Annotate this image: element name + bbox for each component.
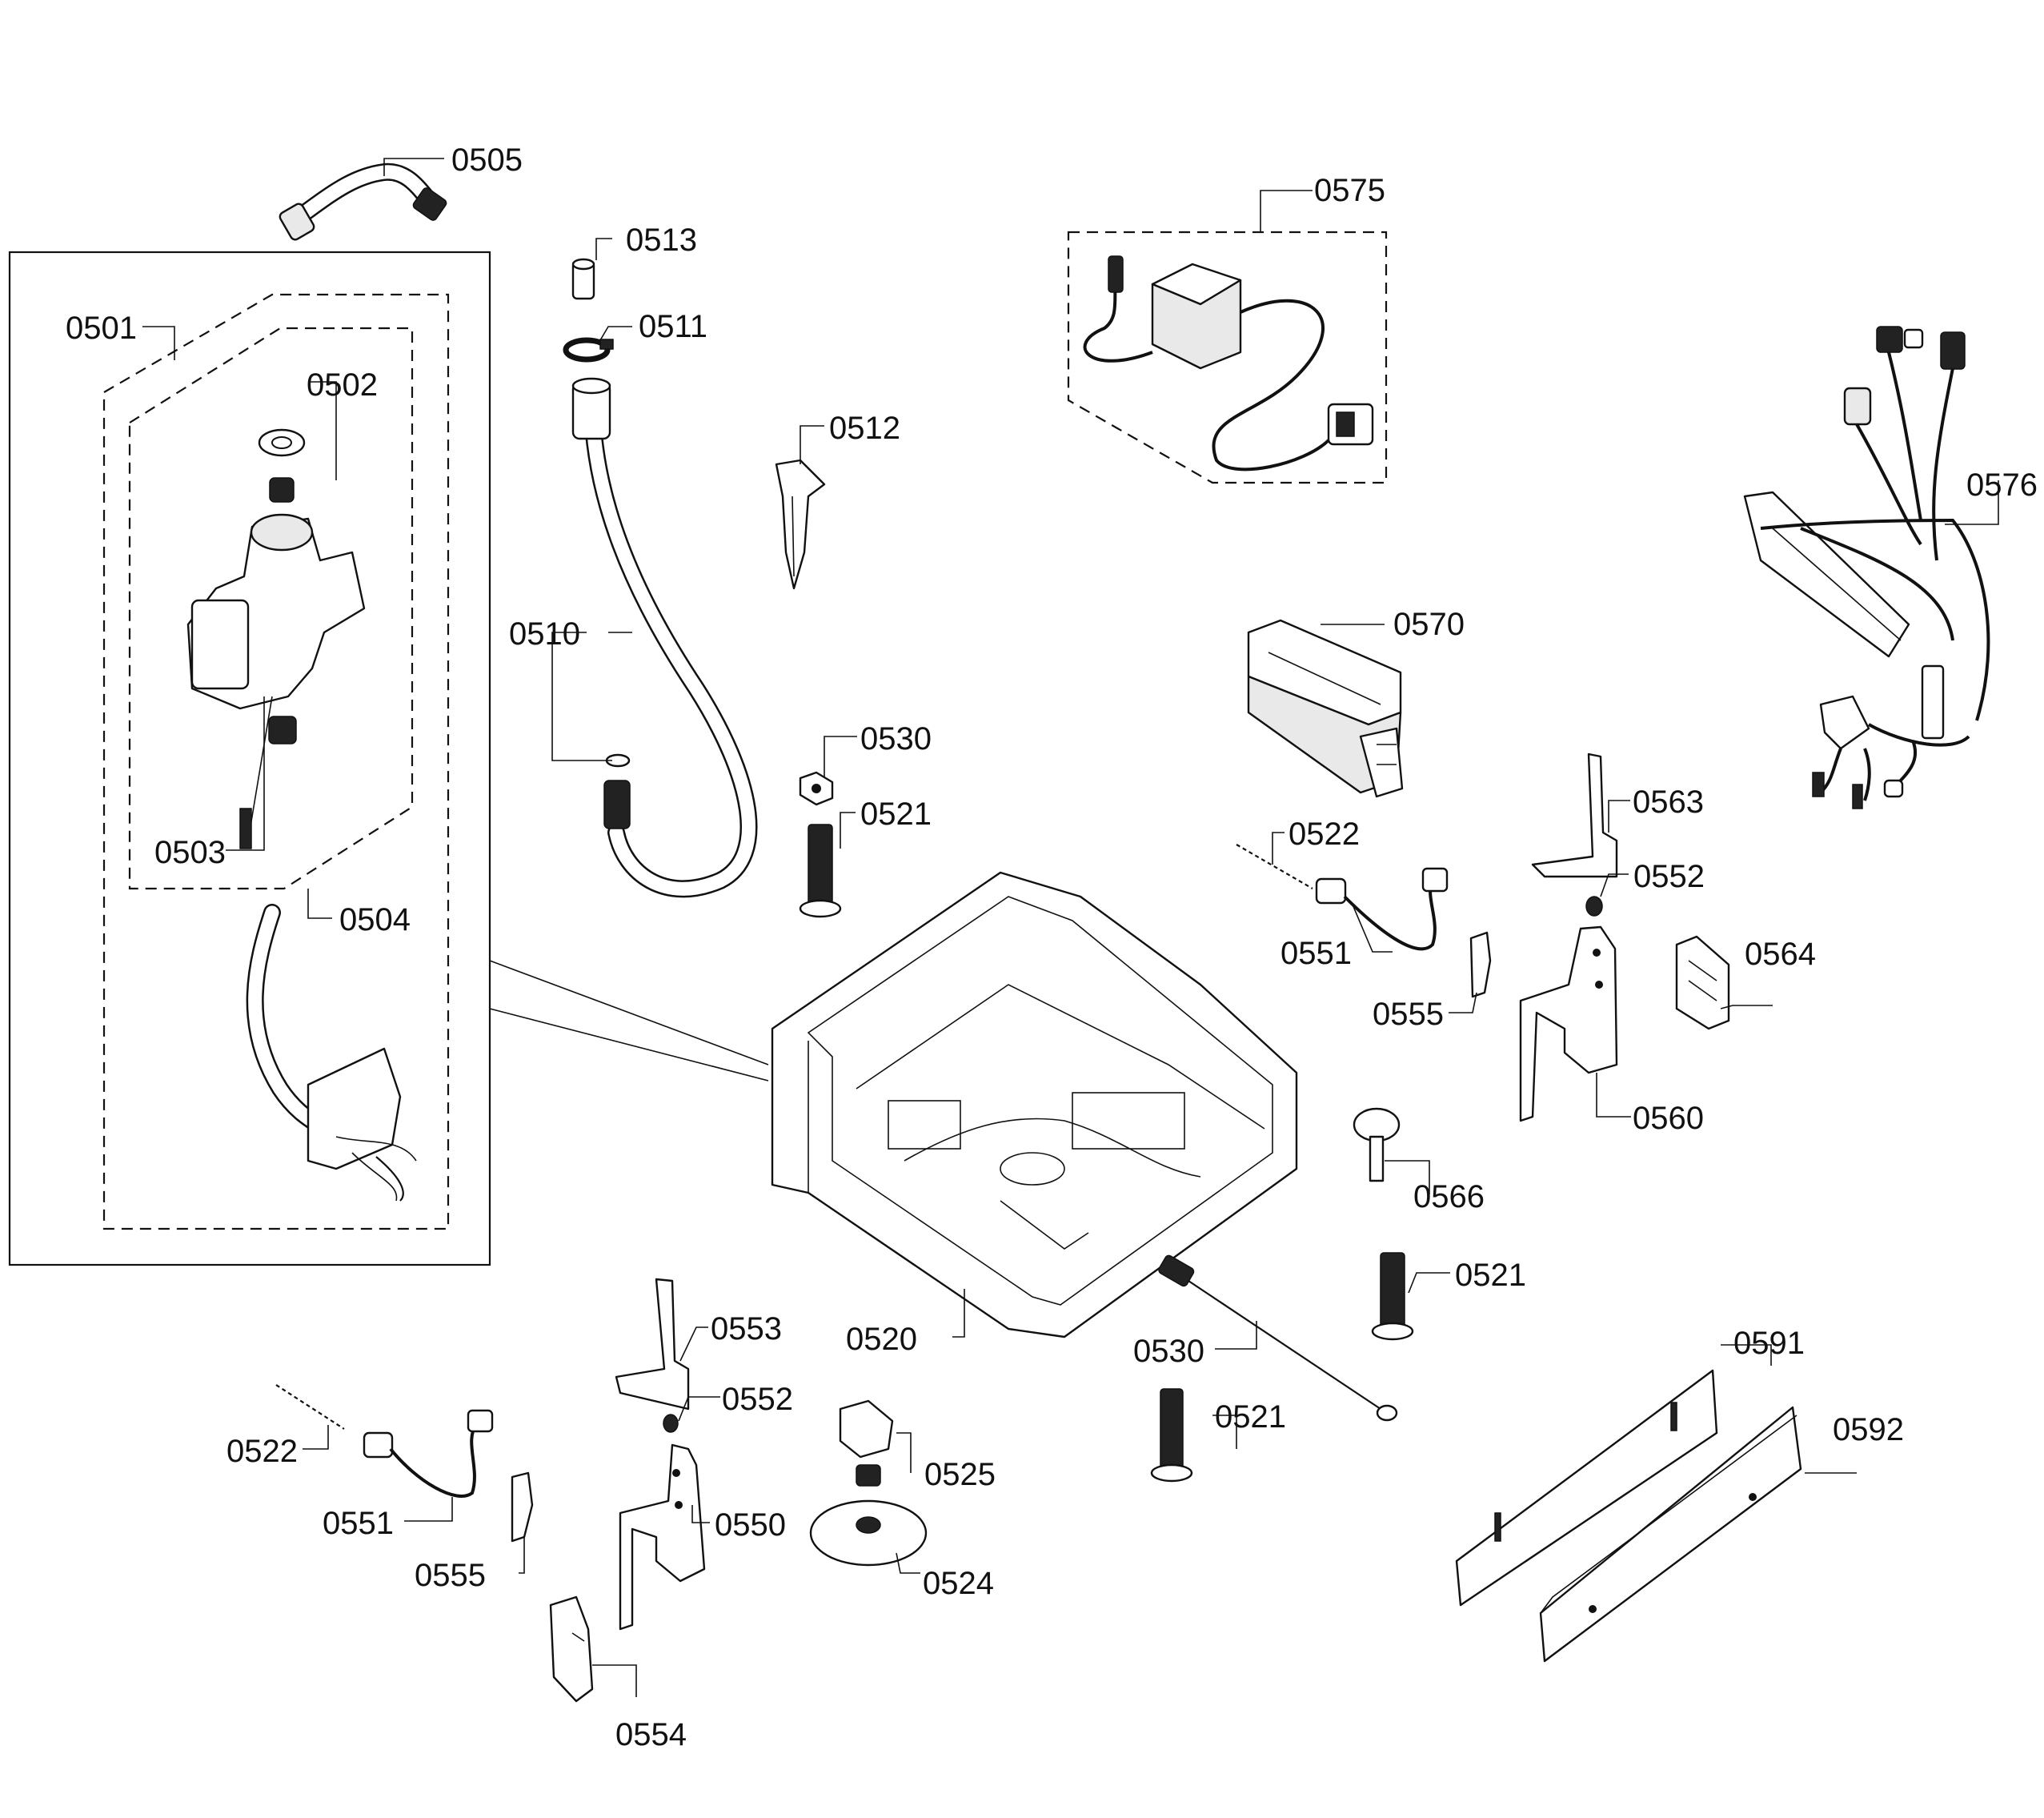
label-0592: 0592 xyxy=(1833,1412,1904,1447)
part-0592-plinth xyxy=(1539,1406,1802,1663)
part-0522-spring-left xyxy=(275,1384,345,1430)
part-0550-hinge-plate-left xyxy=(619,1443,706,1631)
part-0564-cover xyxy=(1675,935,1730,1030)
inlet-assembly-box xyxy=(8,251,769,1266)
part-0530-nut xyxy=(799,771,834,806)
leader-lines xyxy=(142,158,1999,1697)
label-0570: 0570 xyxy=(1393,607,1465,642)
part-0521-foot-screw-right xyxy=(1371,1252,1414,1341)
part-0576-wiring-harness xyxy=(1743,326,1990,809)
label-0512: 0512 xyxy=(829,411,900,446)
part-0560-hinge-plate xyxy=(1519,925,1618,1122)
part-0570-control-module xyxy=(1247,619,1404,798)
label-0522-left: 0522 xyxy=(226,1434,298,1469)
label-0524: 0524 xyxy=(923,1566,994,1601)
label-0560: 0560 xyxy=(1633,1101,1704,1136)
label-0591: 0591 xyxy=(1733,1326,1805,1361)
part-0522-spring-right xyxy=(1236,844,1313,889)
label-0554: 0554 xyxy=(615,1717,687,1752)
part-0530-rod xyxy=(1158,1254,1398,1422)
part-0502-valve-assembly xyxy=(186,428,366,849)
part-0520-base-tub xyxy=(771,871,1298,1338)
part-0563-hinge-bracket xyxy=(1531,752,1618,878)
label-0505: 0505 xyxy=(451,142,523,178)
label-0521-bottom: 0521 xyxy=(1215,1399,1286,1435)
label-0530-top: 0530 xyxy=(860,721,932,756)
part-0551-sensor-right xyxy=(1315,867,1449,951)
label-0520: 0520 xyxy=(846,1322,917,1357)
part-0525-switch xyxy=(839,1399,894,1487)
label-0576: 0576 xyxy=(1966,468,2038,503)
part-0555-clip-right xyxy=(1469,931,1492,998)
part-0552-ring-left xyxy=(663,1414,679,1433)
part-0553-hinge-bracket-left xyxy=(615,1278,690,1411)
part-0510-drain-hose xyxy=(571,377,758,898)
part-labels: 0505 0513 0511 0501 0502 0512 0510 0503 … xyxy=(66,142,2038,1752)
part-0521-foot-screw-bottom xyxy=(1150,1388,1193,1483)
label-0552-right: 0552 xyxy=(1633,859,1705,894)
part-0552-ring-right xyxy=(1585,896,1603,917)
label-0555-left: 0555 xyxy=(415,1558,486,1593)
part-0566-knob xyxy=(1353,1107,1401,1182)
part-0591-plinth xyxy=(1455,1369,1718,1607)
part-0513-cap xyxy=(571,258,595,300)
label-0522-right: 0522 xyxy=(1289,817,1360,852)
part-0504-aquastop-hose xyxy=(246,904,417,1202)
label-0525: 0525 xyxy=(924,1457,996,1492)
label-0502: 0502 xyxy=(307,367,378,403)
label-0551-left: 0551 xyxy=(323,1506,394,1541)
label-0564: 0564 xyxy=(1745,937,1816,972)
label-0566: 0566 xyxy=(1413,1179,1485,1214)
part-0551-sensor-left xyxy=(363,1409,494,1498)
label-0550: 0550 xyxy=(715,1507,786,1543)
label-0521-right: 0521 xyxy=(1455,1258,1526,1293)
label-0511: 0511 xyxy=(639,309,707,344)
label-0555-right: 0555 xyxy=(1373,997,1444,1032)
label-0503: 0503 xyxy=(154,835,226,870)
label-0504: 0504 xyxy=(339,902,411,937)
label-0575: 0575 xyxy=(1314,173,1385,208)
label-0552-left: 0552 xyxy=(722,1382,793,1417)
label-0513: 0513 xyxy=(626,223,697,258)
part-0524-disc xyxy=(809,1499,928,1567)
part-0512-spike xyxy=(775,459,826,590)
part-0575-power-cord xyxy=(1067,231,1388,484)
label-0530-bottom: 0530 xyxy=(1133,1334,1204,1369)
label-0521-top: 0521 xyxy=(860,797,932,832)
label-0510: 0510 xyxy=(509,616,580,652)
part-0521-foot-screw xyxy=(799,824,842,918)
label-0553: 0553 xyxy=(711,1311,782,1346)
label-0501: 0501 xyxy=(66,311,137,346)
part-0505-inlet-hose xyxy=(279,163,447,241)
part-0555-clip-left xyxy=(511,1471,534,1543)
part-0554-cover-left xyxy=(549,1595,594,1703)
label-0551-right: 0551 xyxy=(1281,936,1352,971)
part-0511-clamp xyxy=(563,337,614,363)
label-0563: 0563 xyxy=(1633,785,1704,820)
